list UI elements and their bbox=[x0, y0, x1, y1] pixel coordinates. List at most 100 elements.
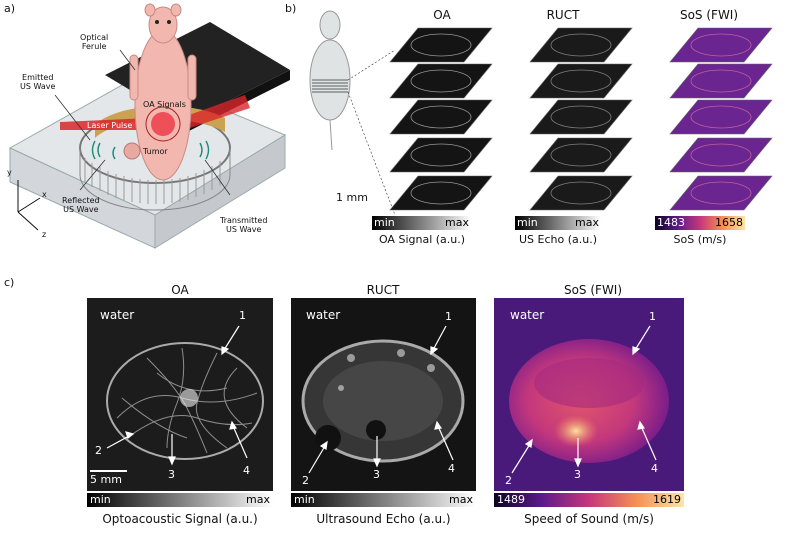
marker-2: 2 bbox=[95, 444, 102, 457]
cbar-min: min bbox=[294, 493, 315, 506]
cbar-max: max bbox=[445, 216, 469, 229]
panel-b-sos-colorbar: 1483 1658 bbox=[655, 216, 745, 230]
panel-c-ruct-image: water 1 2 3 4 bbox=[291, 298, 476, 491]
panel-b-oa-colorbar: min max bbox=[372, 216, 471, 230]
oa-slice-2 bbox=[389, 63, 493, 99]
sos-slice-1 bbox=[669, 27, 773, 63]
marker-3: 3 bbox=[168, 468, 175, 481]
us-waves bbox=[91, 140, 210, 160]
sos-slice-2 bbox=[669, 63, 773, 99]
panel-b-title-sos: SoS (FWI) bbox=[679, 8, 739, 22]
axis-z-label: z bbox=[42, 230, 47, 239]
oa-slice-4 bbox=[389, 137, 493, 173]
sos-slice-content-4 bbox=[690, 143, 752, 167]
oa-slice-content-4 bbox=[410, 143, 472, 167]
ruct-slice-content-4 bbox=[550, 143, 612, 167]
panel-a-setup-illustration bbox=[8, 3, 290, 249]
laser-beam-right bbox=[175, 95, 250, 132]
mouse-illustration bbox=[129, 3, 197, 181]
sos-slice-content-1 bbox=[690, 33, 752, 57]
cbar-min: 1489 bbox=[497, 493, 525, 506]
panel-b-title-ruct: RUCT bbox=[546, 8, 580, 22]
panel-c-ruct-caption: Ultrasound Echo (a.u.) bbox=[316, 512, 451, 526]
label-laser-pulse: Laser Pulse bbox=[87, 121, 133, 130]
tank-side-face bbox=[154, 134, 286, 249]
marker-2: 2 bbox=[505, 474, 512, 487]
ruct-slice-content-2 bbox=[550, 69, 612, 93]
ruct-slice-content-1 bbox=[550, 33, 612, 57]
cbar-max: max bbox=[449, 493, 473, 506]
panel-c-sos-image: water 1 2 3 4 bbox=[494, 298, 684, 491]
panel-c-sos-caption: Speed of Sound (m/s) bbox=[524, 512, 654, 526]
panel-c-scale-label: 5 mm bbox=[90, 473, 122, 486]
panel-c-oa-colorbar: min max bbox=[87, 493, 273, 507]
label-oa-signals: OA Signals bbox=[143, 100, 186, 109]
panel-b-ruct-caption: US Echo (a.u.) bbox=[518, 233, 597, 246]
water-label: water bbox=[510, 308, 545, 322]
tumor-marker bbox=[123, 142, 141, 160]
panel-b-scale-label: 1 mm bbox=[336, 191, 368, 204]
axes-glyph bbox=[17, 180, 41, 231]
water-label: water bbox=[100, 308, 135, 322]
panel-c-title-oa: OA bbox=[171, 283, 189, 297]
cbar-min: min bbox=[90, 493, 111, 506]
sos-slice-4 bbox=[669, 137, 773, 173]
panel-c-title-ruct: RUCT bbox=[366, 283, 400, 297]
ruct-slice-2 bbox=[529, 63, 633, 99]
transducer-elements bbox=[84, 158, 221, 204]
marker-1: 1 bbox=[445, 310, 452, 323]
oa-slice-content-2 bbox=[410, 69, 472, 93]
cbar-max: max bbox=[246, 493, 270, 506]
marker-3: 3 bbox=[373, 468, 380, 481]
label-tumor: Tumor bbox=[143, 147, 168, 156]
panel-b-ruct-colorbar: min max bbox=[515, 216, 601, 230]
cbar-max: 1619 bbox=[653, 493, 681, 506]
marker-1: 1 bbox=[239, 309, 246, 322]
panel-c-sos-colorbar: 1489 1619 bbox=[494, 493, 684, 507]
laser-beam-left bbox=[60, 118, 150, 130]
panel-b-sos-caption: SoS (m/s) bbox=[673, 233, 727, 246]
panel-c-title-sos: SoS (FWI) bbox=[563, 283, 623, 297]
axis-y-label: y bbox=[7, 168, 12, 177]
panel-b-stacks bbox=[309, 10, 773, 216]
ruct-slice-5 bbox=[529, 175, 633, 211]
callout-lines bbox=[54, 49, 231, 196]
panel-c-oa-caption: Optoacoustic Signal (a.u.) bbox=[102, 512, 258, 526]
cbar-min: 1483 bbox=[657, 216, 685, 229]
mouse-reference-icon bbox=[309, 10, 351, 151]
panel-c-letter: c) bbox=[4, 276, 15, 289]
marker-2: 2 bbox=[302, 474, 309, 487]
ruct-slice-4 bbox=[529, 137, 633, 173]
panel-b-oa-caption: OA Signal (a.u.) bbox=[378, 233, 466, 246]
panel-c-oa-image: water 1 2 3 4 5 mm bbox=[87, 298, 273, 491]
cbar-max: max bbox=[575, 216, 599, 229]
marker-3: 3 bbox=[574, 468, 581, 481]
marker-1: 1 bbox=[649, 310, 656, 323]
ruct-slice-1 bbox=[529, 27, 633, 63]
sos-slice-content-2 bbox=[690, 69, 752, 93]
oa-slice-content-1 bbox=[410, 33, 472, 57]
panel-b-letter: b) bbox=[285, 2, 297, 15]
cbar-max: 1658 bbox=[715, 216, 743, 229]
sos-slice-content-5 bbox=[690, 181, 752, 205]
marker-4: 4 bbox=[448, 462, 455, 475]
oa-slice-1 bbox=[389, 27, 493, 63]
panel-c-ruct-colorbar: min max bbox=[291, 493, 476, 507]
axis-x-label: x bbox=[42, 190, 47, 199]
marker-4: 4 bbox=[651, 462, 658, 475]
ruct-slice-3 bbox=[529, 99, 633, 135]
oa-slice-5 bbox=[389, 175, 493, 211]
oa-slice-3 bbox=[389, 99, 493, 135]
cbar-min: min bbox=[517, 216, 538, 229]
oa-slice-content-3 bbox=[410, 105, 472, 129]
sos-slice-5 bbox=[669, 175, 773, 211]
oa-signal-source bbox=[151, 112, 175, 136]
oa-slice-content-5 bbox=[410, 181, 472, 205]
ruct-slice-content-3 bbox=[550, 105, 612, 129]
sos-slice-content-3 bbox=[690, 105, 752, 129]
panel-a-letter: a) bbox=[4, 2, 16, 15]
